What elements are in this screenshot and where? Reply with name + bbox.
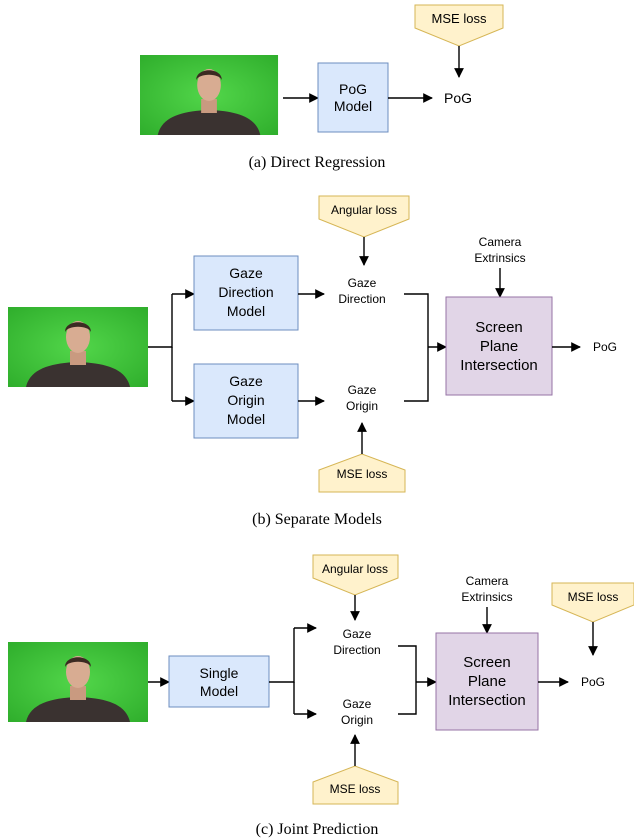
caption-b: (b) Separate Models [252, 511, 382, 528]
screen-plane-intersection-box-c [435, 632, 539, 731]
panel-a: PoG Model PoG MSE loss (a) Direct Regres… [140, 4, 504, 171]
edge-origin-to-merge-c [398, 682, 417, 715]
intersection-line2-b: Plane [480, 338, 518, 355]
mse-loss-shape-b [318, 453, 406, 493]
caption-c: (c) Joint Prediction [256, 821, 379, 838]
pog-model-line2: Model [334, 98, 372, 114]
gaze-direction-model-line3: Model [227, 303, 265, 319]
mse-loss-pog-label-c: MSE loss [568, 590, 619, 604]
edge-single-split-up [269, 628, 295, 683]
gaze-direction-label-line2: Direction [338, 292, 385, 306]
panel-c: Single Model Gaze Direction Gaze Origin … [8, 554, 634, 838]
gaze-direction-model-line2: Direction [218, 284, 273, 300]
gaze-direction-label-line1: Gaze [348, 276, 377, 290]
single-model-line1: Single [200, 665, 239, 681]
gaze-origin-label-line1: Gaze [348, 383, 377, 397]
pog-output-c: PoG [581, 675, 605, 689]
single-model-line2: Model [200, 683, 238, 699]
intersection-line1-b: Screen [475, 319, 523, 336]
angular-loss-shape-b [318, 195, 410, 238]
edge-direction-to-merge-c [398, 645, 417, 682]
gaze-origin-label-line2: Origin [346, 399, 378, 413]
gaze-direction-label-line1-c: Gaze [343, 627, 372, 641]
pog-output-b: PoG [593, 340, 617, 354]
intersection-line2-c: Plane [468, 673, 506, 690]
camera-extrinsics-line1-b: Camera [479, 235, 522, 249]
intersection-line1-c: Screen [463, 654, 511, 671]
angular-loss-label-b: Angular loss [331, 203, 397, 217]
caption-a: (a) Direct Regression [249, 154, 386, 171]
face-photo-a [140, 55, 279, 135]
mse-loss-label-b: MSE loss [337, 467, 388, 481]
gaze-origin-label-line1-c: Gaze [343, 697, 372, 711]
edge-direction-to-merge [404, 293, 429, 347]
pog-model-line1: PoG [339, 81, 367, 97]
mse-loss-label-a: MSE loss [432, 11, 487, 26]
face-photo-c [8, 642, 148, 722]
mse-loss-shape-a [414, 4, 504, 47]
gaze-origin-model-line2: Origin [227, 392, 264, 408]
angular-loss-label-c: Angular loss [322, 562, 388, 576]
gaze-direction-model-box [193, 255, 299, 331]
single-model-box [168, 655, 270, 708]
gaze-direction-label-line2-c: Direction [333, 643, 380, 657]
camera-extrinsics-line1-c: Camera [466, 574, 509, 588]
pog-output-a: PoG [444, 90, 472, 106]
gaze-origin-model-line1: Gaze [229, 373, 263, 389]
angular-loss-shape-c [312, 554, 399, 596]
panel-b: Gaze Direction Model Gaze Origin Model G… [8, 195, 617, 528]
intersection-line3-c: Intersection [448, 692, 526, 709]
edge-photo-split-up [148, 294, 173, 348]
gaze-direction-model-line1: Gaze [229, 265, 263, 281]
edge-origin-to-merge [404, 347, 429, 402]
gaze-origin-model-line3: Model [227, 411, 265, 427]
mse-loss-shape-c [312, 765, 399, 805]
gaze-origin-label-line2-c: Origin [341, 713, 373, 727]
screen-plane-intersection-box-b [445, 296, 553, 396]
mse-loss-pog-shape-c [551, 582, 634, 623]
intersection-line3-b: Intersection [460, 357, 538, 374]
camera-extrinsics-line2-c: Extrinsics [461, 590, 512, 604]
mse-loss-label-c: MSE loss [330, 782, 381, 796]
gaze-origin-model-box [193, 363, 299, 439]
camera-extrinsics-line2-b: Extrinsics [474, 251, 525, 265]
face-photo-b [8, 307, 148, 387]
